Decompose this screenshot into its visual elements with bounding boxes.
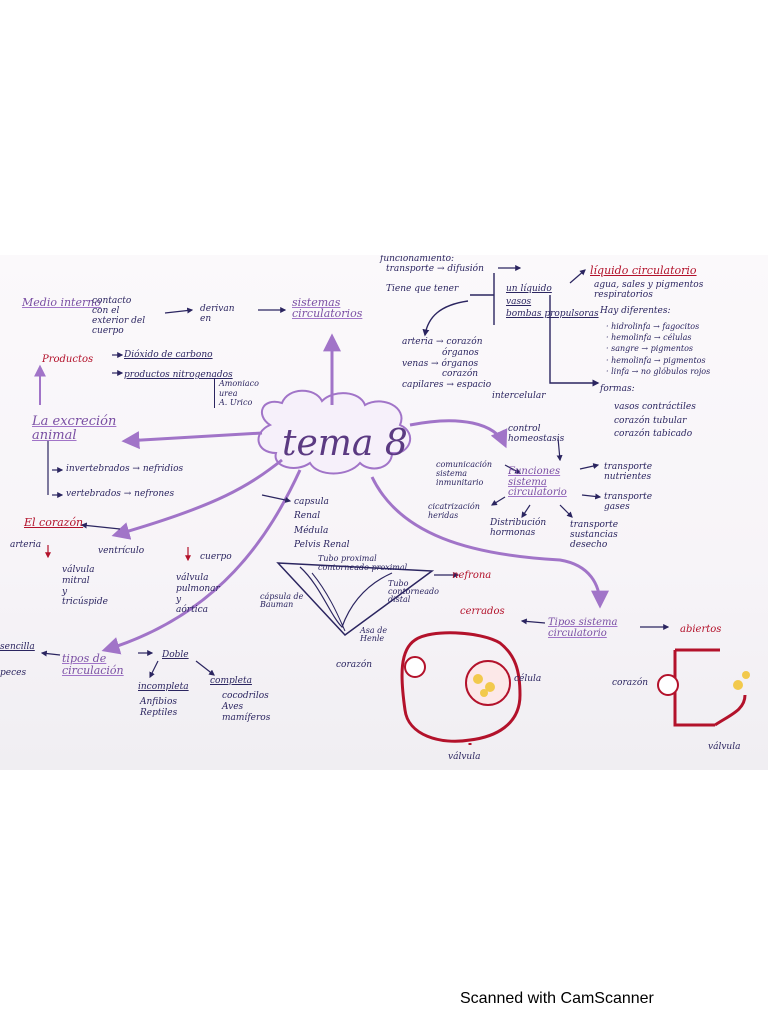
corazon-heading: El corazón	[24, 516, 84, 529]
valvula-abierto-label: válvula	[708, 742, 741, 752]
corazon-abierto-label: corazón	[612, 678, 649, 688]
completa-label: completa	[210, 676, 252, 686]
nefrona-label: nefrona	[452, 570, 492, 581]
doble-label: Doble	[162, 650, 189, 660]
mind-map-arrows	[34, 265, 750, 745]
camscanner-footer: Scanned with CamScanner	[460, 990, 654, 1007]
transporte-difusion: transporte → difusión	[386, 264, 484, 274]
corazon-cerrado-label: corazón	[336, 660, 373, 670]
sencilla-label: sencilla	[0, 642, 35, 652]
productos-heading: Productos	[42, 354, 94, 365]
productos-nitrogenados: productos nitrogenados	[124, 370, 233, 380]
celula-label: célula	[514, 674, 542, 684]
cuerpo-label: cuerpo	[200, 552, 232, 562]
contorneado-proximal-label: contorneado proximal	[318, 563, 408, 572]
map-title: tema 8	[282, 423, 408, 464]
valvula-cerrado-label: válvula	[448, 752, 481, 762]
formas-label: formas:	[600, 384, 635, 394]
incompleta-label: incompleta	[138, 682, 189, 692]
nephron-diagram	[276, 562, 435, 637]
invertebrados-item: invertebrados → nefridios	[66, 464, 184, 474]
peces-label: peces	[0, 668, 27, 678]
funcionamiento-heading: funcionamiento:	[380, 255, 455, 264]
hay-diferentes: Hay diferentes:	[600, 306, 671, 316]
abiertos-label: abiertos	[680, 624, 722, 635]
arteria-label: arteria	[10, 540, 42, 550]
dioxido-carbono: Dióxido de carbono	[124, 350, 213, 360]
vertebrados-item: vertebrados → nefrones	[66, 489, 175, 499]
asa-henle-label: Asa de Henle	[360, 626, 388, 643]
ventriculo-label: ventrículo	[98, 546, 145, 556]
liquido-heading: líquido circulatorio	[590, 264, 697, 277]
tiene-que-tener: Tiene que tener	[386, 284, 459, 294]
open-circulation-diagram	[673, 648, 747, 727]
title-cloud	[257, 389, 412, 475]
tubo-distal-label: Tubo contorneado distal	[388, 579, 439, 604]
medio-interno-heading: Medio interno	[22, 296, 101, 309]
liquido-items: · hidrolinfa → fagocitos· hemolinfa → cé…	[606, 322, 711, 376]
closed-circulation-diagram	[400, 631, 522, 745]
cerrados-label: cerrados	[460, 606, 505, 617]
capsula-bauman-label: cápsula de Bauman	[260, 592, 304, 609]
tubo-proximal-label: Tubo proximal	[318, 554, 377, 563]
sistemas-circulatorios-heading: sistemas circulatorios	[292, 296, 363, 320]
